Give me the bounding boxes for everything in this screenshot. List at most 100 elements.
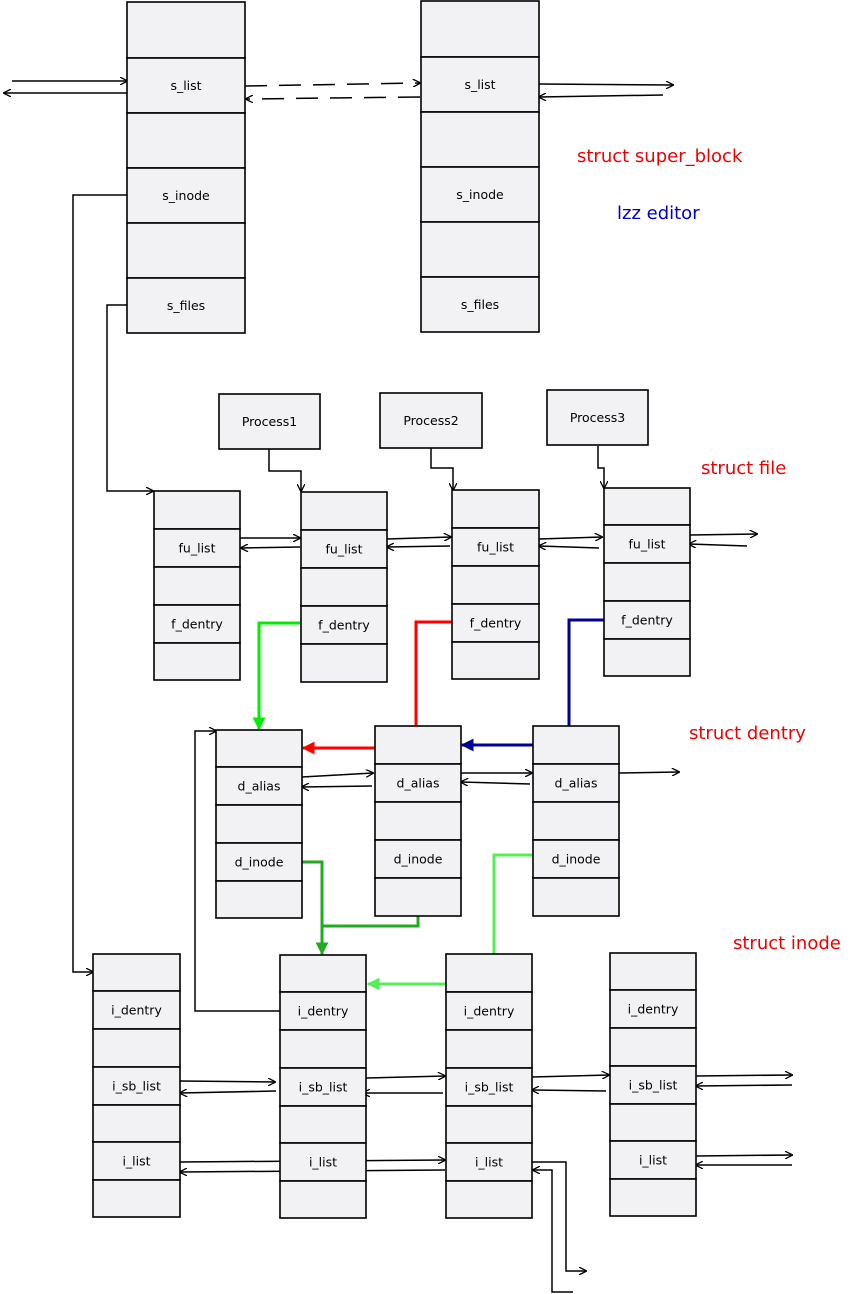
file-4-row	[603, 487, 691, 526]
inode-4-row	[609, 1178, 697, 1217]
file-1-field-fu-list: fu_list	[179, 541, 216, 556]
inode-3-field-i-dentry: i_dentry	[464, 1004, 515, 1019]
inode-1-row	[92, 1028, 181, 1068]
file-3-row	[451, 565, 540, 605]
file-3-field-fu-list: fu_list	[477, 540, 514, 555]
super-block-1: s_list s_inode s_files	[126, 1, 246, 334]
process-2-box: Process2	[379, 392, 483, 449]
super-block-2-row	[420, 221, 540, 278]
process-2-label: Process2	[403, 413, 458, 428]
inode-4-row	[609, 1065, 697, 1105]
super-block-2-field-s-files: s_files	[461, 297, 499, 312]
super-block-1-field-s-files: s_files	[167, 298, 205, 313]
process-1-box: Process1	[218, 393, 321, 450]
file-2-row	[300, 643, 388, 683]
file-1-row	[153, 566, 241, 606]
inode-3-row	[445, 953, 533, 993]
inode-3: i_dentry i_sb_list i_list	[445, 953, 533, 1219]
dentry-1-row	[215, 729, 303, 768]
inode-3-row	[445, 1180, 533, 1219]
title-super-block: struct super_block	[577, 146, 743, 167]
file-4-row	[603, 562, 691, 602]
inode-4-row	[609, 952, 697, 991]
super-block-1-field-s-inode: s_inode	[162, 188, 210, 203]
super-block-1-row	[126, 112, 246, 169]
process-3-label: Process3	[570, 410, 625, 425]
dentry-1-field-d-inode: d_inode	[235, 855, 284, 870]
file-4: fu_list f_dentry	[603, 487, 691, 677]
dentry-1-row	[215, 842, 303, 882]
dentry-3-field-d-alias: d_alias	[555, 776, 598, 791]
process-box-frame	[218, 393, 321, 450]
file-2-field-fu-list: fu_list	[326, 542, 363, 557]
process-3-box: Process3	[546, 389, 649, 446]
dentry-1-field-d-alias: d_alias	[238, 779, 281, 794]
inode-1-field-i-list: i_list	[122, 1154, 150, 1169]
inode-2-row	[279, 1180, 367, 1219]
title-file: struct file	[701, 458, 786, 479]
inode-1-row	[92, 1104, 181, 1143]
dentry-2-row	[374, 725, 462, 765]
inode-2-row	[279, 1067, 367, 1107]
structs: s_lists_inodes_filess_lists_inodes_files…	[92, 0, 697, 1219]
inode-2-row	[279, 991, 367, 1031]
inode-2-field-i-dentry: i_dentry	[298, 1004, 349, 1019]
super-block-2-row	[420, 166, 540, 223]
file-4-row	[603, 524, 691, 564]
inode-1-field-i-sb-list: i_sb_list	[112, 1079, 161, 1094]
inode-3-field-i-list: i_list	[475, 1155, 503, 1170]
file-3-field-f-dentry: f_dentry	[470, 616, 522, 631]
inode-3-row	[445, 1142, 533, 1182]
dentry-2-row	[374, 877, 462, 917]
file-2-row	[300, 491, 388, 531]
inode-4-field-i-dentry: i_dentry	[628, 1002, 679, 1017]
file-4-field-fu-list: fu_list	[629, 537, 666, 552]
dentry-2-field-d-inode: d_inode	[394, 852, 443, 867]
super-block-1-row	[126, 57, 246, 114]
dentry-3-field-d-inode: d_inode	[552, 852, 601, 867]
inode-4-row	[609, 989, 697, 1029]
file-3-row	[451, 527, 540, 567]
inode-4-row	[609, 1103, 697, 1142]
super-block-2-row	[420, 56, 540, 113]
file-4-row	[603, 638, 691, 677]
inode-4-field-i-sb-list: i_sb_list	[629, 1078, 678, 1093]
inode-1-row	[92, 1141, 181, 1181]
super-block-1-field-s-list: s_list	[170, 78, 201, 93]
file-1-row	[153, 642, 241, 681]
super-block-2-row	[420, 0, 540, 58]
dentry-2: d_alias d_inode	[374, 725, 462, 917]
inode-1-row	[92, 990, 181, 1030]
super-block-2-row	[420, 276, 540, 333]
dentry-2-field-d-alias: d_alias	[397, 776, 440, 791]
black-connectors	[4, 81, 792, 1293]
dentry-3-row	[532, 877, 620, 917]
inode-2-field-i-list: i_list	[309, 1155, 337, 1170]
dentry-1-row	[215, 766, 303, 806]
inode-3-row	[445, 1105, 533, 1144]
super-block-2-field-s-inode: s_inode	[456, 187, 504, 202]
dentry-3: d_alias d_inode	[532, 725, 620, 917]
dentry-3-row	[532, 763, 620, 803]
inode-3-row	[445, 1029, 533, 1069]
inode-3-field-i-sb-list: i_sb_list	[465, 1080, 514, 1095]
file-2-field-f-dentry: f_dentry	[318, 618, 370, 633]
file-3-row	[451, 641, 540, 680]
super-block-1-row	[126, 1, 246, 59]
file-4-row	[603, 600, 691, 640]
file-3-row	[451, 603, 540, 643]
file-2: fu_list f_dentry	[300, 491, 388, 683]
inode-1-row	[92, 953, 181, 992]
dentry-1-row	[215, 804, 303, 844]
colored-connectors	[252, 618, 604, 991]
dentry-1: d_alias d_inode	[215, 729, 303, 919]
title-dentry: struct dentry	[689, 723, 806, 744]
title-inode: struct inode	[733, 933, 841, 954]
file-4-field-f-dentry: f_dentry	[621, 613, 673, 628]
